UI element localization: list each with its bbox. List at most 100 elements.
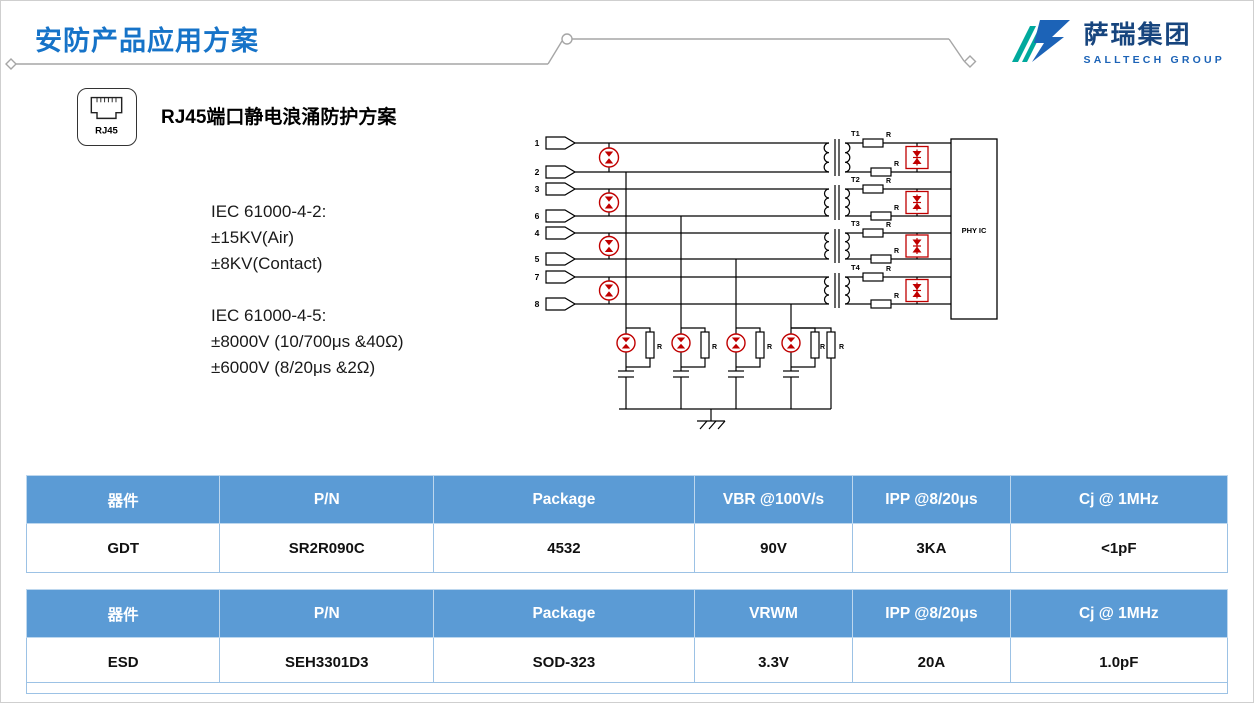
data-cell: 90V <box>693 523 854 573</box>
resistor <box>826 331 836 359</box>
pin-label: 3 <box>535 184 540 194</box>
resistor <box>862 184 884 194</box>
table-row: ESD SEH3301D3 SOD-323 3.3V 20A 1.0pF <box>25 637 1229 687</box>
resistor-label: R <box>820 344 825 351</box>
bottom-resistors <box>645 331 836 359</box>
resistor-label: R <box>894 248 899 255</box>
resistor-label: R <box>886 222 891 229</box>
phy-ic-label: PHY IC <box>962 226 987 235</box>
resistor-label: R <box>886 178 891 185</box>
esd-diode <box>905 190 929 215</box>
transformer <box>824 229 850 263</box>
resistor <box>700 331 710 359</box>
transformer <box>823 185 851 220</box>
table-header-row: 器件 P/N Package VBR @100V/s IPP @8/20μs C… <box>25 475 1229 524</box>
line-resistors <box>862 138 892 309</box>
transformer-label: T2 <box>851 175 860 184</box>
pin-label: 4 <box>535 228 540 238</box>
gdt-symbol <box>598 235 620 257</box>
esd-diode <box>905 278 929 303</box>
header-cell: Package <box>433 475 695 524</box>
esd-diodes <box>905 143 929 304</box>
ground-symbol <box>697 420 726 430</box>
gdt-symbol <box>671 333 691 353</box>
pin-label: 6 <box>535 211 540 221</box>
resistor <box>862 228 884 238</box>
pin-label: 8 <box>535 299 540 309</box>
data-cell: <1pF <box>1009 523 1229 573</box>
table-header-row: 器件 P/N Package VRWM IPP @8/20μs Cj @ 1MH… <box>25 589 1229 638</box>
transformer-label: T4 <box>851 263 861 272</box>
gdt-symbol <box>598 192 620 213</box>
header-cell: P/N <box>219 589 435 638</box>
pin-label: 7 <box>535 272 540 282</box>
header-cell: Cj @ 1MHz <box>1009 475 1229 524</box>
resistor <box>645 331 655 359</box>
header-cell: 器件 <box>25 589 221 638</box>
resistor-label: R <box>886 132 891 139</box>
resistor-label: R <box>894 161 899 168</box>
transformer-label: T1 <box>851 129 860 138</box>
capacitor <box>728 370 744 409</box>
decor-diamond-left <box>5 58 17 70</box>
pin-label: 5 <box>535 254 540 264</box>
transformer-label: T3 <box>851 219 860 228</box>
header-cell: Cj @ 1MHz <box>1009 589 1229 638</box>
resistor <box>870 211 892 221</box>
bottom-gdt-symbols <box>616 333 801 353</box>
spec-line: ±6000V (8/20μs &2Ω) <box>211 358 376 377</box>
data-cell: GDT <box>25 523 221 573</box>
data-cell: SOD-323 <box>433 637 695 687</box>
capacitor <box>783 370 799 409</box>
spec-line <box>211 277 404 303</box>
spec-line: IEC 61000-4-2: <box>211 202 327 221</box>
data-cell: SEH3301D3 <box>219 637 435 687</box>
resistor <box>810 331 820 359</box>
header-cell: IPP @8/20μs <box>852 475 1011 524</box>
header-cell: 器件 <box>25 475 221 524</box>
esd-table: 器件 P/N Package VRWM IPP @8/20μs Cj @ 1MH… <box>25 589 1229 687</box>
phy-ic-box: PHY IC <box>950 138 998 320</box>
resistor <box>862 138 884 148</box>
data-cell: ESD <box>25 637 221 687</box>
gdt-symbol <box>598 147 620 168</box>
header-cell: IPP @8/20μs <box>852 589 1011 638</box>
resistor-label: R <box>657 344 662 351</box>
table-row: GDT SR2R090C 4532 90V 3KA <1pF <box>25 523 1229 573</box>
decor-diamond-right <box>963 55 977 68</box>
resistor-label: R <box>886 266 891 273</box>
resistor-label: R <box>767 344 772 351</box>
rj45-jack-icon: RJ45 <box>90 96 123 137</box>
section-heading: RJ45端口静电浪涌防护方案 <box>161 107 397 128</box>
resistor-label: R <box>839 344 844 351</box>
spec-line: IEC 61000-4-5: <box>211 306 327 325</box>
resistor-label: R <box>712 344 717 351</box>
resistor-label: R <box>894 293 899 300</box>
data-cell: 3.3V <box>693 637 854 687</box>
pin-labels: 1 2 3 6 4 5 7 8 <box>535 138 540 309</box>
data-cell: 4532 <box>433 523 695 573</box>
iec-spec-block: IEC 61000-4-2: ±15KV(Air) ±8KV(Contact) … <box>211 199 404 381</box>
gdt-table: 器件 P/N Package VBR @100V/s IPP @8/20μs C… <box>25 475 1229 573</box>
page-title: 安防产品应用方案 <box>35 26 259 56</box>
circuit-diagram: 1 2 3 6 4 5 7 8 <box>535 129 998 430</box>
spec-line: ±8000V (10/700μs &40Ω) <box>211 332 404 351</box>
pin-connectors <box>545 136 577 311</box>
header-cell: P/N <box>219 475 435 524</box>
resistor <box>870 254 892 264</box>
transformer-labels: T1 T2 T3 T4 <box>851 129 861 272</box>
spec-line: ±8KV(Contact) <box>211 254 323 273</box>
brand-subtitle: SALLTECH GROUP <box>1083 54 1225 66</box>
esd-diode <box>905 145 929 170</box>
transformer <box>823 139 851 176</box>
resistor-label: R <box>894 205 899 212</box>
bottom-resistor-labels: R R R R R <box>657 344 844 351</box>
header-cell: VBR @100V/s <box>693 475 854 524</box>
top-gdt-symbols <box>598 143 620 304</box>
esd-diode <box>905 234 929 258</box>
capacitor <box>673 370 689 409</box>
decor-circle <box>561 33 573 45</box>
header-cell: VRWM <box>693 589 854 638</box>
capacitor <box>618 370 634 409</box>
